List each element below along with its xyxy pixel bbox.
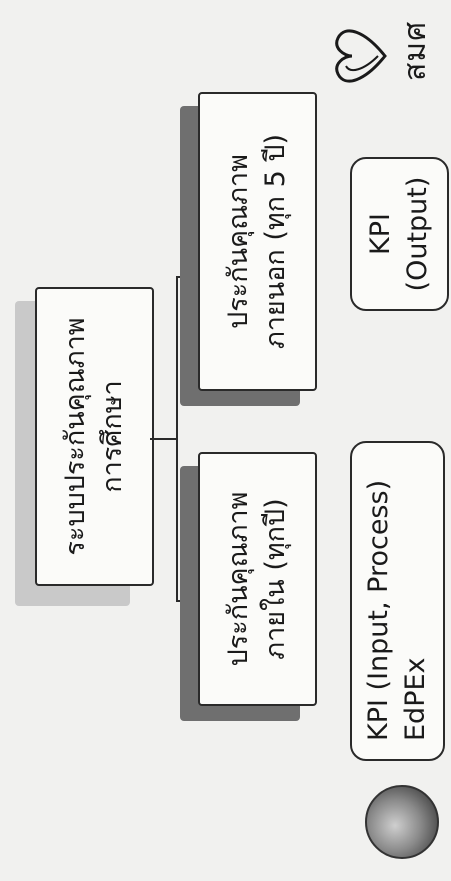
internal-node-line1: ประกันคุณภาพ (223, 491, 255, 667)
onesqa-logo-text: สมศ (398, 20, 433, 81)
university-seal-icon (365, 785, 439, 859)
internal-node: ประกันคุณภาพ ภายใน (ทุกปี) (198, 452, 317, 706)
internal-kpi-line1: KPI (Input, Process) (363, 479, 395, 741)
external-kpi-line2: (Output) (401, 176, 433, 292)
connector-vertical (150, 438, 177, 440)
internal-kpi-box: KPI (Input, Process) EdPEx (350, 441, 445, 761)
root-node: ระบบประกันคุณภาพ การศึกษา (35, 287, 154, 586)
external-node-line2: ภายนอก (ทุก 5 ปี) (259, 133, 291, 350)
root-node-line1: ระบบประกันคุณภาพ (60, 317, 92, 556)
internal-node-line2: ภายใน (ทุกปี) (259, 498, 291, 660)
external-kpi-line1: KPI (365, 213, 397, 255)
external-node: ประกันคุณภาพ ภายนอก (ทุก 5 ปี) (198, 92, 317, 391)
internal-kpi-line2: EdPEx (399, 657, 431, 741)
root-node-line2: การศึกษา (96, 380, 128, 493)
external-node-line1: ประกันคุณภาพ (223, 154, 255, 329)
connector-horizontal (176, 276, 178, 602)
onesqa-logo-icon (335, 29, 387, 83)
external-kpi-box: KPI (Output) (350, 157, 449, 311)
